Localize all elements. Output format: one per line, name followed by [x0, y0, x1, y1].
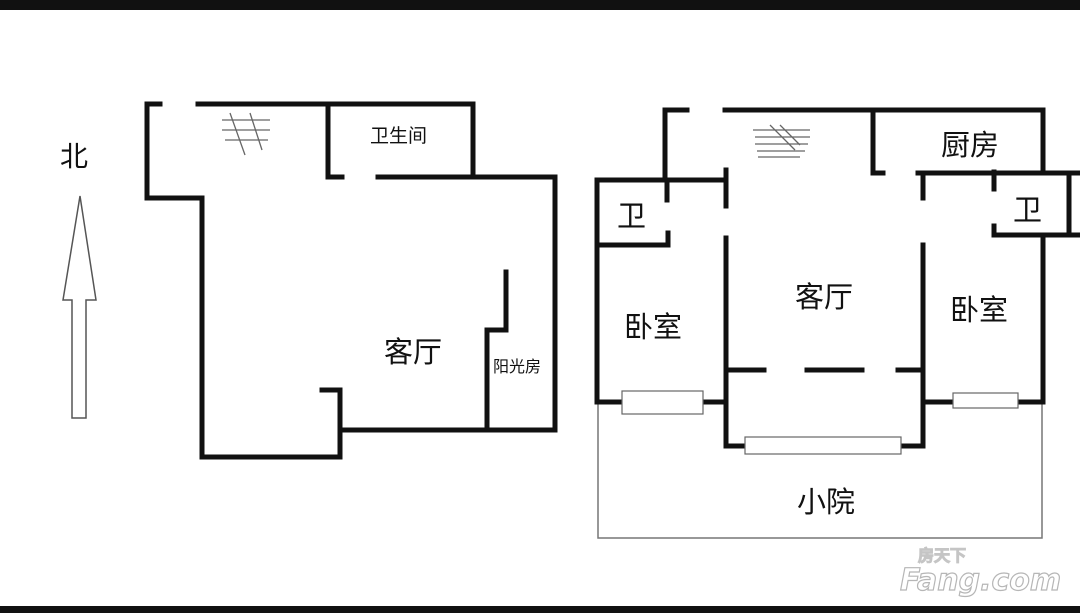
staircase-icon [753, 124, 810, 158]
room-label-bathroom: 卫生间 [370, 125, 427, 147]
bottom-border [0, 606, 1080, 613]
north-label: 北 [60, 140, 88, 173]
room-label-bathroom-right: 卫 [1013, 193, 1042, 227]
room-label-bathroom-left: 卫 [617, 199, 646, 233]
room-label-yard: 小院 [797, 485, 855, 519]
window-right-bedroom [952, 392, 1019, 409]
room-label-sunroom: 阳光房 [493, 357, 541, 376]
left-plan-walls [144, 101, 558, 460]
room-label-living-room: 客厅 [384, 335, 442, 369]
window-left-bedroom [621, 390, 704, 415]
windows [621, 390, 1019, 455]
north-arrow-icon [62, 195, 97, 419]
top-border [0, 0, 1080, 10]
yard-outline [597, 402, 1043, 539]
room-label-bedroom-right: 卧室 [950, 293, 1008, 327]
staircase-icon [222, 112, 270, 156]
window-living-room [744, 436, 902, 455]
watermark-logo: 房天下 Fang.com [899, 546, 1061, 599]
watermark-en: Fang.com [900, 563, 1061, 598]
right-plan-walls [594, 107, 1080, 449]
watermark-cn: 房天下 [918, 546, 966, 565]
room-label-kitchen: 厨房 [941, 128, 999, 162]
room-label-living-room: 客厅 [795, 280, 853, 314]
room-label-bedroom-left: 卧室 [624, 310, 682, 344]
